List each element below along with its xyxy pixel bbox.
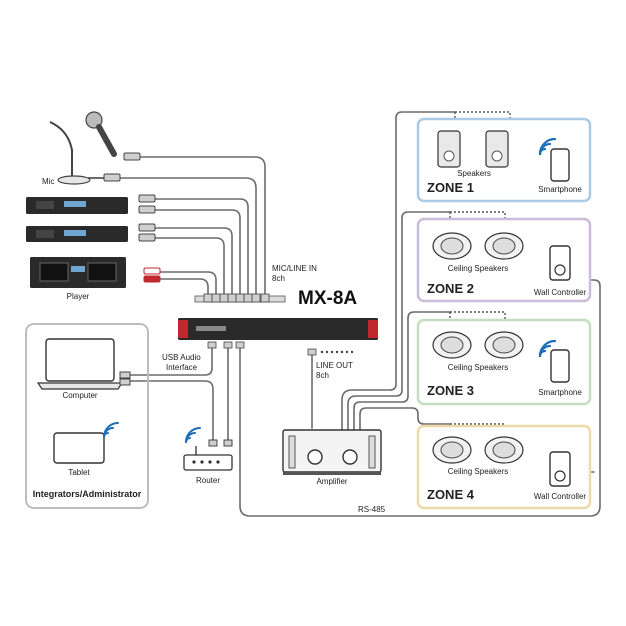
cable-mic-2 [119, 177, 257, 297]
cable-player-3 [154, 227, 233, 297]
usb-label: USB Audio [162, 353, 201, 362]
zone-3: Ceiling Speakers ZONE 3 Smartphone [416, 318, 592, 406]
rs485-label: RS-485 [358, 505, 386, 514]
amplifier-label: Amplifier [316, 477, 347, 486]
mic-line-in-label: MIC/LINE IN [272, 264, 317, 273]
router-icon [183, 446, 233, 471]
ceiling-speaker-icon [484, 436, 524, 464]
zone-title: ZONE 4 [427, 487, 475, 502]
cable-amp-zone4 [359, 407, 451, 431]
zone-device-label: Wall Controller [534, 288, 586, 297]
amplifier-icon [282, 429, 382, 475]
ceiling-speaker-icon [432, 436, 472, 464]
zone-1: Speakers ZONE 1 Smartphone [416, 117, 592, 203]
cable-amp-zone3 [353, 311, 451, 431]
zone-device-label: Smartphone [538, 388, 582, 397]
cable-amp-zone2 [347, 211, 451, 431]
wifi-icon [185, 427, 201, 443]
zone-device-label: Wall Controller [534, 492, 586, 501]
wifi-icon [538, 339, 557, 358]
lan-connector-icon [223, 439, 233, 447]
cables [119, 111, 601, 517]
zone-2: Ceiling Speakers ZONE 2 Wall Controller [416, 217, 592, 303]
usb-label-2: Interface [166, 363, 198, 372]
wifi-icon [538, 137, 557, 156]
player-cd-2 [26, 226, 128, 242]
zone-title: ZONE 3 [427, 383, 474, 398]
ceiling-speaker-icon [432, 331, 472, 359]
gooseneck-mic-icon [49, 121, 104, 185]
cable-player-6 [159, 278, 209, 297]
line-out-channels: 8ch [316, 371, 329, 380]
zone-device-label: Smartphone [538, 185, 582, 194]
cable-rs485 [239, 279, 601, 517]
usb-connector-icon [119, 371, 131, 379]
smartphone-icon [550, 148, 570, 182]
input-connectors [138, 194, 161, 283]
zone-speakers-label: Ceiling Speakers [448, 264, 508, 273]
cable-usb [129, 344, 213, 376]
cable-player-1 [154, 198, 249, 297]
line-out-label: LINE OUT [316, 361, 353, 370]
lan-connector-icon [119, 378, 131, 386]
player-cassette [30, 257, 126, 288]
cable-player-5 [159, 271, 217, 297]
integrators-box [25, 323, 149, 509]
lan-connector-icon [208, 439, 218, 447]
ceiling-speaker-icon [484, 331, 524, 359]
ceiling-speaker-icon [432, 232, 472, 260]
xlr-connector-icon [123, 152, 141, 161]
product-name: MX-8A [298, 288, 357, 309]
cable-amp-zone1 [341, 111, 456, 431]
computer-label: Computer [62, 391, 97, 400]
xlr-connector-icon [103, 173, 121, 182]
smartphone-icon [550, 349, 570, 383]
zone-speakers-label: Ceiling Speakers [448, 467, 508, 476]
cable-mic-1 [139, 156, 266, 297]
zone-speakers-label: Speakers [457, 169, 491, 178]
integrators-label: Integrators/Administrator [33, 489, 142, 499]
player-cd-1 [26, 197, 128, 214]
cable-player-4 [154, 237, 225, 297]
wifi-icon [103, 422, 119, 438]
mic-line-in-channels: 8ch [272, 274, 285, 283]
laptop-icon [36, 338, 124, 390]
cable-player-2 [154, 209, 241, 297]
handheld-mic-icon [85, 111, 117, 157]
wall-speaker-icon [437, 130, 461, 168]
zone-title: ZONE 2 [427, 281, 474, 296]
mixer-rear-ports [207, 341, 317, 356]
tablet-label: Tablet [68, 468, 90, 477]
tablet-icon [53, 432, 105, 464]
zone-title: ZONE 1 [427, 180, 474, 195]
cable-computer-router [129, 380, 214, 441]
mixer-input-ports [203, 293, 270, 303]
ceiling-speaker-icon [484, 232, 524, 260]
zone-4: Ceiling Speakers ZONE 4 Wall Controller [416, 424, 592, 510]
player-label: Player [67, 292, 90, 301]
mic-label: Mic [42, 177, 54, 186]
zone-speakers-label: Ceiling Speakers [448, 363, 508, 372]
router-label: Router [196, 476, 220, 485]
line-out-pins [320, 350, 354, 354]
wall-speaker-icon [485, 130, 509, 168]
